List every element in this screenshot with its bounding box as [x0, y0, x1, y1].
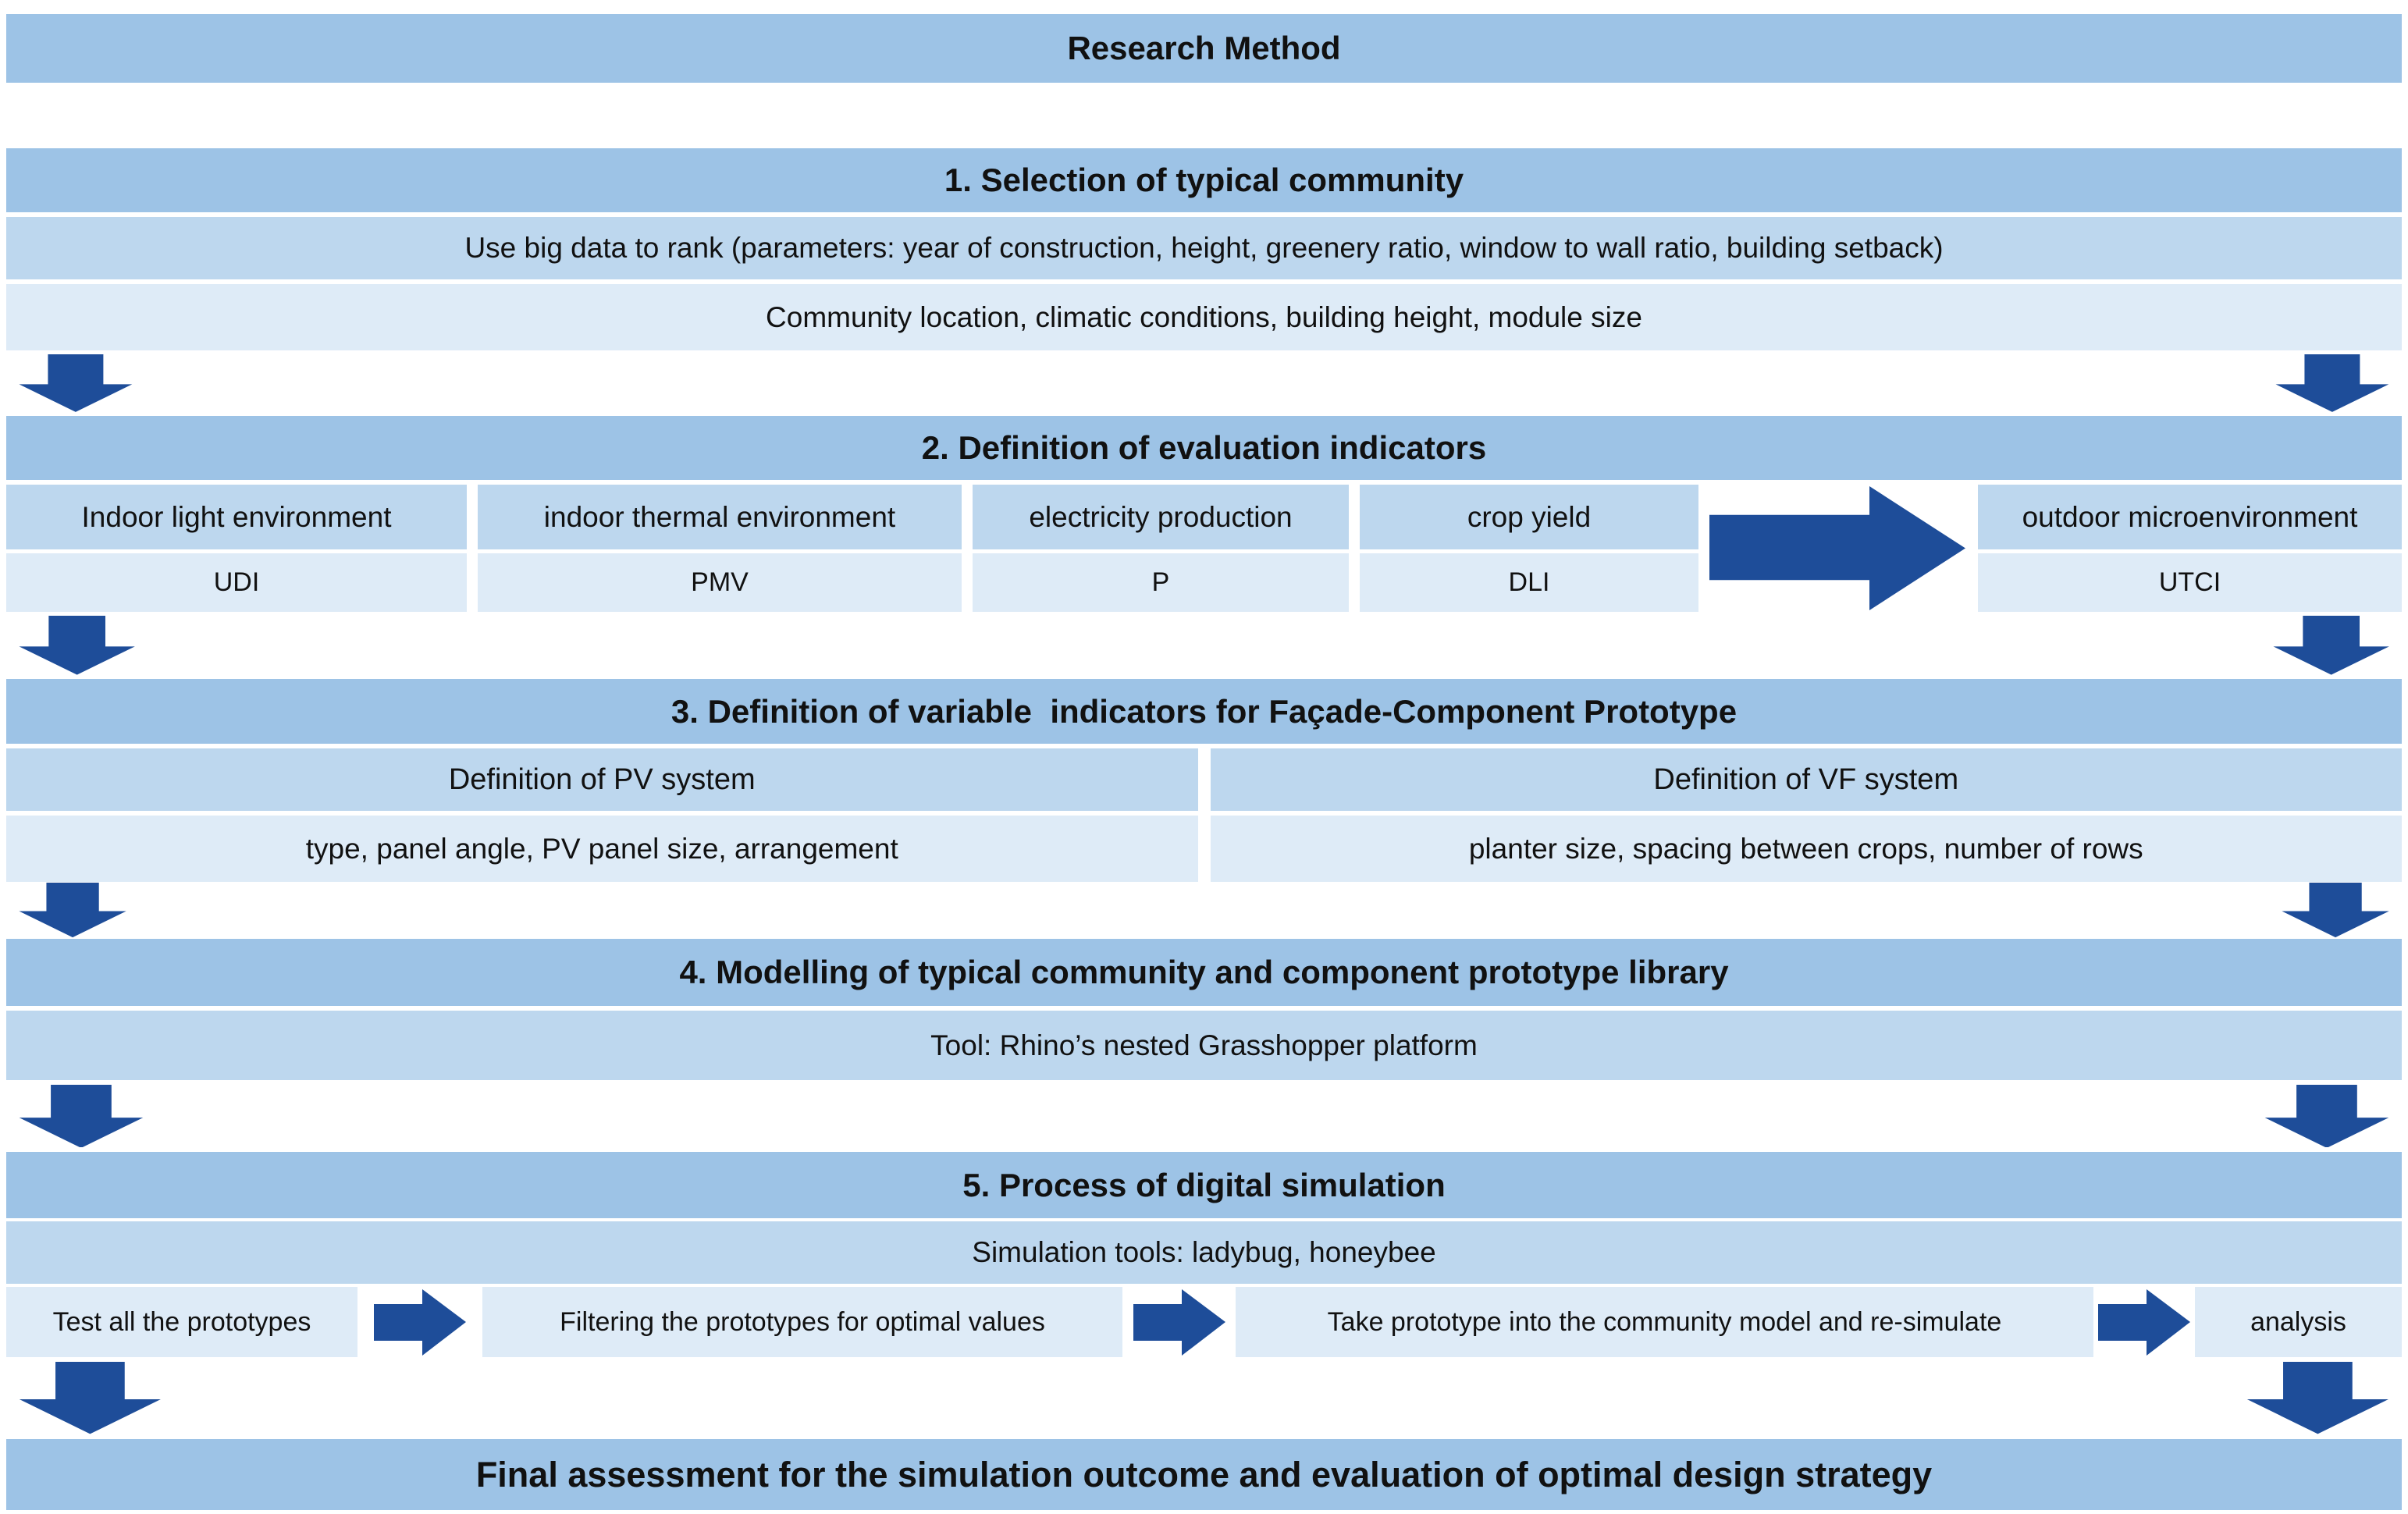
down-arrow-icon: [19, 1362, 161, 1434]
indicator-value: P: [973, 553, 1349, 612]
right-arrow-icon: [374, 1288, 466, 1356]
step-2-indicators: 2. Definition of evaluation indicators I…: [6, 416, 2402, 612]
step-4-header: 4. Modelling of typical community and co…: [6, 939, 2402, 1006]
pipeline-arrow: [357, 1287, 482, 1357]
indicator-label: electricity production: [973, 485, 1349, 549]
pipeline-step-resimulate: Take prototype into the community model …: [1236, 1287, 2093, 1357]
indicator-label: outdoor microenvironment: [1978, 485, 2402, 549]
down-arrow-icon: [2273, 616, 2389, 675]
flow-arrows-2: [6, 612, 2402, 679]
indicator-electricity: electricity production P: [973, 485, 1349, 612]
step-1-selection: 1. Selection of typical community Use bi…: [6, 148, 2402, 350]
system-label: Definition of PV system: [6, 748, 1198, 811]
indicator-label: Indoor light environment: [6, 485, 467, 549]
flow-arrows-3: [6, 882, 2402, 939]
step-1-header: 1. Selection of typical community: [6, 148, 2402, 212]
step-3-variable-indicators: 3. Definition of variable indicators for…: [6, 679, 2402, 882]
system-value: planter size, spacing between crops, num…: [1210, 816, 2402, 882]
system-value: type, panel angle, PV panel size, arrang…: [6, 816, 1198, 882]
flow-arrows-5: [6, 1357, 2402, 1439]
indicator-label: indoor thermal environment: [478, 485, 962, 549]
right-arrow-icon: [1133, 1288, 1225, 1356]
down-arrow-icon: [2282, 883, 2389, 938]
indicator-outdoor-micro: outdoor microenvironment UTCI: [1978, 485, 2402, 612]
pipeline-step-test: Test all the prototypes: [6, 1287, 357, 1357]
down-arrow-icon: [19, 354, 133, 412]
system-label: Definition of VF system: [1210, 748, 2402, 811]
indicator-indoor-light: Indoor light environment UDI: [6, 485, 467, 612]
step-3-header: 3. Definition of variable indicators for…: [6, 679, 2402, 744]
flow-arrows-1: [6, 350, 2402, 416]
right-arrow-icon: [1709, 486, 1965, 610]
step-3-system-table: Definition of PV system type, panel angl…: [6, 748, 2402, 882]
step-2-header: 2. Definition of evaluation indicators: [6, 416, 2402, 480]
right-arrow-icon: [2098, 1288, 2190, 1356]
step-5-header: 5. Process of digital simulation: [6, 1152, 2402, 1218]
pipeline-arrow: [2093, 1287, 2195, 1357]
pv-system-column: Definition of PV system type, panel angl…: [6, 748, 1198, 882]
step-2-indicator-table: Indoor light environment UDI indoor ther…: [6, 485, 2402, 612]
flow-arrows-4: [6, 1080, 2402, 1152]
vf-system-column: Definition of VF system planter size, sp…: [1210, 748, 2402, 882]
down-arrow-icon: [19, 883, 126, 938]
down-arrow-icon: [19, 616, 135, 675]
step-5-tools-row: Simulation tools: ladybug, honeybee: [6, 1221, 2402, 1284]
step-4-tool-row: Tool: Rhino’s nested Grasshopper platfor…: [6, 1011, 2402, 1080]
indicator-crop-yield: crop yield DLI: [1360, 485, 1698, 612]
step-1-bigdata-row: Use big data to rank (parameters: year o…: [6, 217, 2402, 279]
down-arrow-icon: [2275, 354, 2389, 412]
indicator-indoor-thermal: indoor thermal environment PMV: [478, 485, 962, 612]
indicator-value: PMV: [478, 553, 962, 612]
step-1-community-row: Community location, climatic conditions,…: [6, 284, 2402, 350]
big-right-arrow: [1709, 485, 1967, 612]
pipeline-step-filter: Filtering the prototypes for optimal val…: [482, 1287, 1122, 1357]
pipeline-arrow: [1122, 1287, 1236, 1357]
down-arrow-icon: [2247, 1362, 2389, 1434]
indicator-value: DLI: [1360, 553, 1698, 612]
step-4-modelling: 4. Modelling of typical community and co…: [6, 939, 2402, 1080]
indicator-label: crop yield: [1360, 485, 1698, 549]
simulation-pipeline: Test all the prototypes Filtering the pr…: [6, 1287, 2402, 1357]
final-assessment-banner: Final assessment for the simulation outc…: [6, 1439, 2402, 1510]
pipeline-step-analysis: analysis: [2195, 1287, 2402, 1357]
page-title: Research Method: [6, 14, 2402, 83]
down-arrow-icon: [2264, 1084, 2389, 1148]
indicator-value: UDI: [6, 553, 467, 612]
down-arrow-icon: [19, 1084, 144, 1148]
indicator-value: UTCI: [1978, 553, 2402, 612]
step-5-simulation: 5. Process of digital simulation Simulat…: [6, 1152, 2402, 1357]
